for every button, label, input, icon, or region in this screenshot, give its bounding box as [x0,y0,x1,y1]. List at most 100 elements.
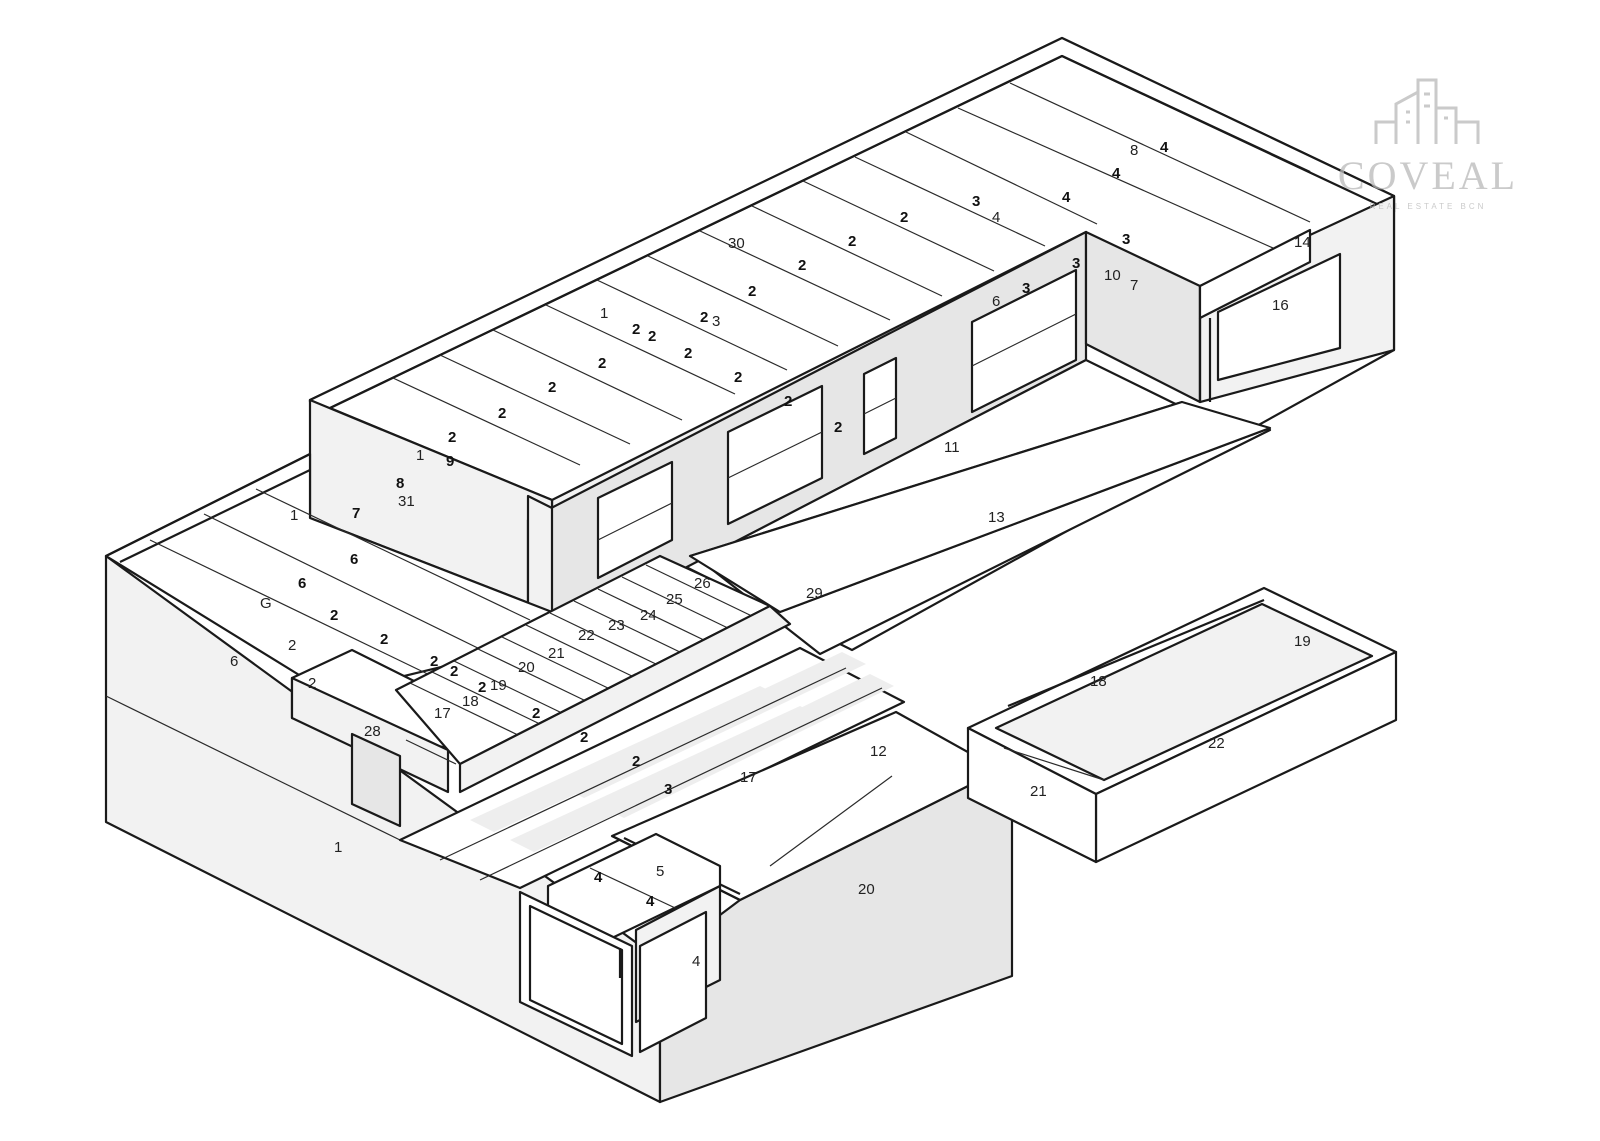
room-label-65: 19 [1294,633,1311,650]
room-label-28: 2 [784,393,792,410]
room-label-55: 20 [518,659,535,676]
annotation-leader-lines [405,739,893,867]
room-label-61: 2 [478,679,486,696]
room-label-17: 30 [728,235,745,252]
room-label-58: 17 [434,705,451,722]
room-label-73: 12 [870,743,887,760]
upper-roof-inner-rim-right [1061,55,1311,173]
garden-deck-stripes [470,652,894,852]
brand-logo: COVEAL REAL ESTATE BCN [1328,78,1528,218]
upper-roof-inner-rim [329,55,1063,409]
room-label-12: 3 [1022,280,1030,297]
brand-name: COVEAL [1337,153,1519,198]
room-label-41: 6 [350,551,358,568]
room-label-60: 2 [450,663,458,680]
room-label-4: 4 [1062,189,1071,206]
facade-window-3 [970,268,1078,414]
room-label-46: 2 [288,637,296,654]
building-skyline-icon [1374,78,1480,144]
room-label-7: 3 [1122,231,1130,248]
room-label-32: 11 [944,439,960,456]
room-label-8: 14 [1294,234,1311,251]
room-label-31: 2 [834,419,842,436]
right-cutout-glass [1216,252,1342,382]
room-label-2: 4 [1160,139,1169,156]
room-label-25: 2 [684,345,692,362]
room-label-71: 17 [740,769,757,786]
pool-left-wall [966,726,1098,864]
room-label-15: 2 [900,209,908,226]
room-label-48: 26 [694,575,711,592]
room-label-29: 2 [548,379,556,396]
brand-tagline: REAL ESTATE BCN [1369,202,1487,211]
walkway-band [688,400,1272,614]
room-label-68: 21 [1030,783,1047,800]
room-label-64: 28 [364,723,381,740]
room-label-9: 3 [1072,255,1080,272]
room-label-33: 2 [448,429,456,446]
room-label-19: 2 [748,283,756,300]
room-label-23: 2 [632,321,640,338]
room-label-39: 1 [290,507,298,524]
room-label-24: 2 [648,328,656,345]
room-label-74: 1 [334,839,342,856]
room-label-18: 2 [798,257,806,274]
room-label-50: 29 [806,585,823,602]
room-label-3: 4 [1112,165,1121,182]
balcony-cavity [350,732,402,828]
room-label-66: 18 [1090,673,1107,690]
room-label-53: 22 [578,627,595,644]
room-label-62: 2 [532,705,540,722]
room-label-10: 10 [1104,267,1121,284]
room-label-70: 2 [632,753,640,770]
room-label-59: 2 [430,653,438,670]
room-label-1: 8 [1130,142,1138,159]
room-label-57: 18 [462,693,479,710]
upper-roof-panels [392,82,1311,466]
room-label-79: 4 [692,953,700,970]
pavilion-side-window [638,910,708,1054]
room-label-36: 8 [396,475,404,492]
room-label-21: 3 [712,313,720,330]
room-label-26: 2 [598,355,606,372]
room-label-20: 2 [700,309,708,326]
room-label-42: 6 [298,575,306,592]
room-label-72: 3 [664,781,672,798]
room-label-27: 2 [734,369,742,386]
room-label-35: 9 [446,453,454,470]
garden-deck [398,646,906,890]
room-label-78: 20 [858,881,875,898]
room-label-45: 2 [380,631,388,648]
room-label-54: 21 [548,645,565,662]
room-label-76: 5 [656,863,664,880]
room-label-47: 6 [230,653,238,670]
room-label-34: 1 [416,447,424,464]
room-label-38: 7 [352,505,360,522]
room-label-40: 13 [988,509,1005,526]
room-label-5: 3 [972,193,980,210]
right-cutout-beam [1198,228,1312,320]
room-label-56: 19 [490,677,507,694]
room-label-44: 2 [330,607,338,624]
lower-roof-panels [149,488,531,681]
room-label-22: 1 [600,305,608,322]
room-label-52: 23 [608,617,625,634]
room-label-11: 7 [1130,277,1138,294]
room-label-16: 2 [848,233,856,250]
room-label-69: 2 [580,729,588,746]
facade-window-1 [596,460,674,580]
pool-inner [994,602,1374,782]
room-label-49: 25 [666,591,683,608]
room-label-30: 2 [498,405,506,422]
room-label-13: 6 [992,293,1000,310]
room-label-51: 24 [640,607,657,624]
room-label-37: 31 [398,493,415,510]
room-label-77: 4 [646,893,655,910]
room-label-63: 2 [308,675,316,692]
room-label-67: 22 [1208,735,1225,752]
room-label-75: 4 [594,869,603,886]
room-label-14: 16 [1272,297,1289,314]
room-label-43: G [260,595,272,612]
